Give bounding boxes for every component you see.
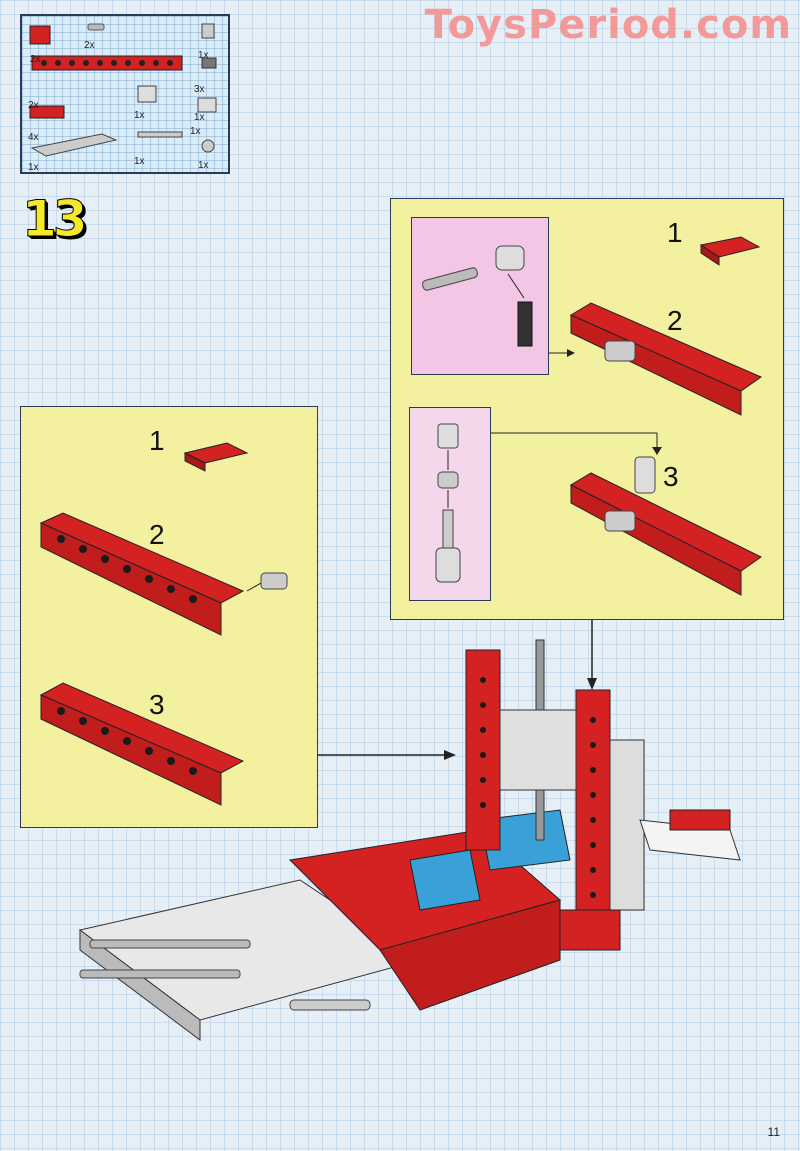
parts-list-box: 2x 2x 1x 1x 3x 2x 1x 4x 1x 1x 1x 1x 1x — [20, 14, 230, 174]
part-count: 4x — [28, 132, 39, 143]
part-count: 1x — [198, 160, 209, 171]
pink-detail-box-bottom — [409, 407, 491, 601]
part-count: 3x — [194, 84, 205, 95]
substep-label: 3 — [663, 461, 679, 492]
axle-bushing-detail — [422, 245, 533, 347]
substep-label: 2 — [667, 305, 683, 336]
right-panel-bricks — [491, 236, 763, 596]
part-count: 2x — [28, 100, 39, 111]
part-count: 1x — [198, 50, 209, 61]
part-count: 1x — [134, 156, 145, 167]
part-count: 1x — [134, 110, 145, 121]
watermark: ToysPeriod.com — [424, 2, 792, 48]
substep-label: 1 — [149, 425, 165, 456]
page-number: 11 — [767, 1125, 780, 1139]
part-count: 2x — [84, 40, 95, 51]
right-substep-panel: 1 2 3 — [390, 198, 784, 620]
part-count: 1x — [28, 162, 39, 173]
substep-label: 3 — [149, 689, 165, 720]
left-substep-panel: 1 2 3 — [20, 406, 318, 828]
part-count: 1x — [190, 126, 201, 137]
part-count: 1x — [194, 112, 205, 123]
connector-stack-detail — [435, 423, 461, 583]
substep-label: 1 — [667, 217, 683, 248]
pink-detail-box-top — [411, 217, 549, 375]
left-panel-bricks — [39, 442, 288, 806]
part-count: 2x — [30, 54, 41, 65]
substep-label: 2 — [149, 519, 165, 550]
parts-illustration — [29, 23, 217, 157]
step-number: 13 — [22, 190, 89, 249]
